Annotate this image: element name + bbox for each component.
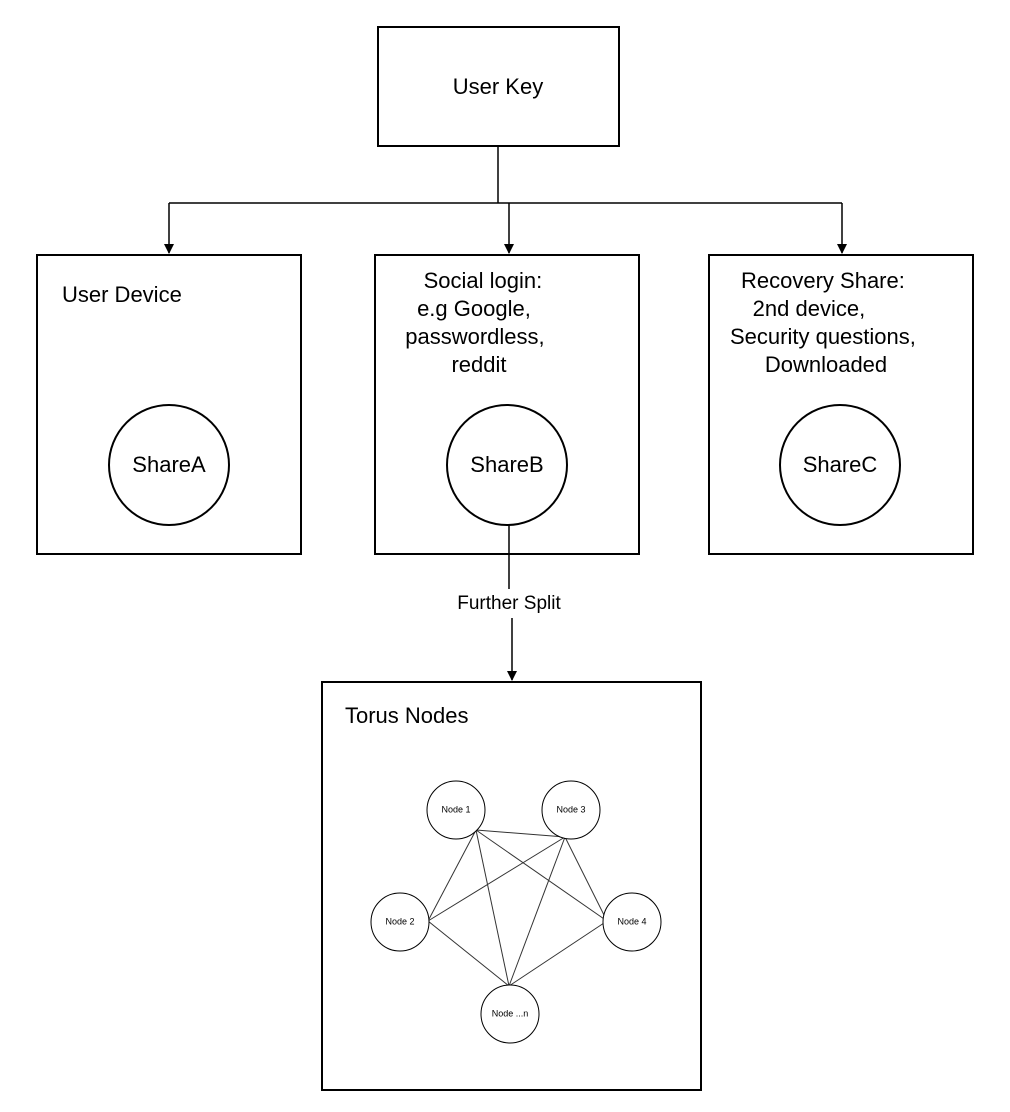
recovery-share-line: 2nd device, [753, 296, 866, 321]
recovery-share-line: Recovery Share: [741, 268, 905, 293]
social-login-line: e.g Google, [417, 296, 531, 321]
mesh-edge [427, 836, 566, 922]
node-4-label: Node 4 [617, 916, 646, 926]
further-split-connector: Further Split [457, 525, 561, 681]
recovery-share-description: Recovery Share: 2nd device, Security que… [730, 268, 922, 377]
key-split-connectors [164, 146, 847, 254]
mesh-edge [427, 829, 477, 922]
mesh-edge [475, 829, 566, 838]
node-4[interactable]: Node 4 [602, 892, 662, 952]
mesh-edge [475, 829, 608, 922]
node-mesh [427, 829, 608, 987]
share-c-node[interactable]: ShareC [779, 404, 901, 526]
recovery-share-line: Security questions, [730, 324, 916, 349]
mesh-edge [475, 829, 510, 987]
mesh-edge [427, 920, 510, 987]
social-login-box[interactable]: Social login: e.g Google, passwordless, … [374, 254, 640, 555]
user-device-box[interactable]: User Device ShareA [36, 254, 302, 555]
social-login-description: Social login: e.g Google, passwordless, … [405, 268, 551, 377]
node-1-label: Node 1 [441, 804, 470, 814]
further-split-label: Further Split [457, 593, 561, 614]
share-b-label: ShareB [470, 452, 543, 477]
mesh-edge [564, 836, 608, 922]
share-c-label: ShareC [803, 452, 878, 477]
social-login-line: Social login: [424, 268, 543, 293]
user-key-node[interactable]: User Key [377, 26, 620, 147]
social-login-line: passwordless, [405, 324, 544, 349]
mesh-edge [508, 920, 608, 987]
torus-nodes-box[interactable]: Torus Nodes Node 1 Node 3 Node 2 Node [321, 681, 702, 1091]
node-2-label: Node 2 [385, 916, 414, 926]
node-1[interactable]: Node 1 [426, 780, 486, 840]
user-key-label: User Key [453, 74, 543, 99]
recovery-share-line: Downloaded [765, 352, 887, 377]
node-3-label: Node 3 [556, 804, 585, 814]
social-login-line: reddit [451, 352, 506, 377]
node-2[interactable]: Node 2 [370, 892, 430, 952]
node-3[interactable]: Node 3 [541, 780, 601, 840]
node-n[interactable]: Node ...n [480, 984, 540, 1044]
share-b-node[interactable]: ShareB [446, 404, 568, 526]
torus-nodes-title: Torus Nodes [345, 703, 469, 728]
mesh-edge [508, 836, 566, 987]
node-n-label: Node ...n [492, 1008, 529, 1018]
user-device-title: User Device [62, 282, 182, 307]
share-a-node[interactable]: ShareA [108, 404, 230, 526]
share-a-label: ShareA [132, 452, 206, 477]
recovery-share-box[interactable]: Recovery Share: 2nd device, Security que… [708, 254, 974, 555]
